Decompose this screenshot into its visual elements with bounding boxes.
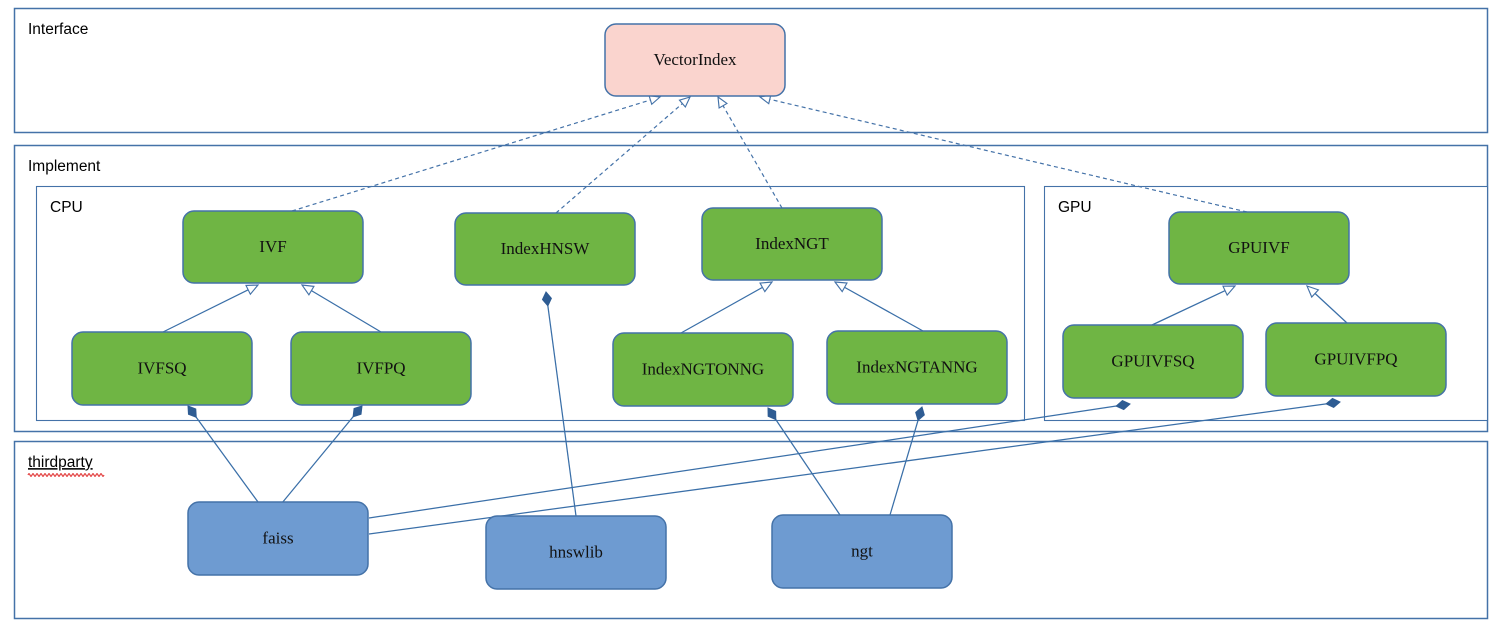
composition-line [281, 415, 355, 504]
edge-indexhnsw-to-vectorindex [555, 96, 692, 214]
filled-diamond-composition-icon [1115, 399, 1131, 411]
filled-diamond-composition-icon [352, 405, 363, 418]
node-box-ngt[interactable] [771, 514, 953, 589]
generalization-line [309, 289, 382, 333]
node-indexhnsw[interactable]: IndexHNSW [454, 212, 636, 286]
node-ivfpq[interactable]: IVFPQ [290, 331, 472, 406]
edge-gpuivfpq-to-gpuivf [1305, 285, 1348, 324]
node-box-gpuivf[interactable] [1168, 211, 1350, 285]
node-label-faiss: faiss [262, 528, 293, 547]
group-label-implement: Implement [28, 158, 101, 175]
node-box-faiss[interactable] [187, 501, 369, 576]
edge-faiss-to-gpuivfsq [368, 399, 1131, 519]
node-label-indexhnsw: IndexHNSW [501, 239, 591, 258]
hollow-triangle-arrowhead-icon [678, 96, 692, 109]
node-box-ivfpq[interactable] [290, 331, 472, 406]
edge-faiss-to-ivfpq [281, 405, 363, 504]
node-box-indexhnsw[interactable] [454, 212, 636, 286]
node-hnswlib[interactable]: hnswlib [485, 515, 667, 590]
node-label-ivfpq: IVFPQ [356, 358, 405, 377]
relationship-edges [162, 94, 1348, 535]
node-label-gpuivfsq: GPUIVFSQ [1111, 351, 1194, 370]
edge-gpuivfsq-to-gpuivf [1151, 285, 1237, 326]
hollow-triangle-arrowhead-icon [759, 281, 774, 293]
filled-diamond-composition-icon [915, 406, 925, 422]
node-indexngtanng[interactable]: IndexNGTANNG [826, 330, 1008, 405]
generalization-line [162, 288, 251, 333]
node-box-indexngtanng[interactable] [826, 330, 1008, 405]
node-label-vectorindex: VectorIndex [653, 50, 737, 69]
filled-diamond-composition-icon [187, 405, 197, 419]
group-label-gpu: GPU [1058, 199, 1092, 216]
spellcheck-squiggle-thirdparty [27, 473, 105, 477]
composition-line [195, 416, 259, 503]
node-box-indexngt[interactable] [701, 207, 883, 281]
generalization-line [1313, 291, 1348, 324]
node-ivfsq[interactable]: IVFSQ [71, 331, 253, 406]
node-faiss[interactable]: faiss [187, 501, 369, 576]
node-box-indexngtonng[interactable] [612, 332, 794, 407]
realization-line [555, 102, 684, 214]
node-indexngtonng[interactable]: IndexNGTONNG [612, 332, 794, 407]
node-ngt[interactable]: ngt [771, 514, 953, 589]
composition-line [774, 418, 841, 516]
group-label-cpu: CPU [50, 199, 83, 216]
node-label-gpuivf: GPUIVF [1228, 238, 1289, 257]
node-label-gpuivfpq: GPUIVFPQ [1314, 349, 1397, 368]
edge-ngt-to-indexngtanng [889, 406, 925, 516]
node-label-ivf: IVF [259, 237, 286, 256]
node-box-ivf[interactable] [182, 210, 364, 284]
node-box-gpuivfsq[interactable] [1062, 324, 1244, 399]
edge-faiss-to-gpuivfpq [368, 397, 1341, 535]
node-box-hnswlib[interactable] [485, 515, 667, 590]
filled-diamond-composition-icon [1325, 397, 1341, 408]
generalization-line [842, 285, 924, 332]
realization-line [291, 99, 652, 212]
node-gpuivfsq[interactable]: GPUIVFSQ [1062, 324, 1244, 399]
edge-ngt-to-indexngtonng [767, 407, 841, 516]
edge-indexngtonng-to-indexngt [680, 281, 774, 334]
generalization-line [680, 285, 765, 334]
edge-faiss-to-ivfsq [187, 405, 259, 503]
node-vectorindex[interactable]: VectorIndex [604, 23, 786, 97]
node-label-indexngtanng: IndexNGTANNG [856, 357, 977, 376]
hollow-triangle-arrowhead-icon [245, 284, 260, 296]
node-box-vectorindex[interactable] [604, 23, 786, 97]
group-label-interface: Interface [28, 21, 88, 38]
node-label-indexngtonng: IndexNGTONNG [642, 359, 764, 378]
node-label-hnswlib: hnswlib [549, 542, 603, 561]
hollow-triangle-arrowhead-icon [300, 284, 315, 296]
generalization-line [1151, 289, 1228, 326]
composition-line [547, 304, 577, 517]
hollow-triangle-arrowhead-icon [1222, 285, 1237, 297]
node-box-gpuivfpq[interactable] [1265, 322, 1447, 397]
filled-diamond-composition-icon [767, 407, 777, 421]
hollow-triangle-arrowhead-icon [1305, 285, 1320, 299]
hollow-triangle-arrowhead-icon [717, 95, 728, 109]
composition-line [889, 419, 919, 516]
node-label-ngt: ngt [851, 541, 873, 560]
node-label-indexngt: IndexNGT [755, 234, 829, 253]
edge-indexngt-to-vectorindex [717, 95, 783, 209]
node-label-ivfsq: IVFSQ [137, 358, 186, 377]
composition-line [368, 405, 1118, 519]
node-gpuivfpq[interactable]: GPUIVFPQ [1265, 322, 1447, 397]
edge-ivfpq-to-ivf [300, 284, 382, 333]
composition-line [368, 403, 1328, 535]
hollow-triangle-arrowhead-icon [833, 281, 848, 293]
node-gpuivf[interactable]: GPUIVF [1168, 211, 1350, 285]
node-indexngt[interactable]: IndexNGT [701, 207, 883, 281]
edge-ivfsq-to-ivf [162, 284, 260, 333]
node-box-ivfsq[interactable] [71, 331, 253, 406]
edge-hnswlib-to-indexhnsw [541, 291, 577, 517]
filled-diamond-composition-icon [541, 291, 552, 307]
edge-indexngtanng-to-indexngt [833, 281, 924, 332]
node-ivf[interactable]: IVF [182, 210, 364, 284]
realization-line [721, 104, 783, 209]
realization-line [768, 98, 1248, 213]
group-label-thirdparty: thirdparty [28, 454, 93, 471]
